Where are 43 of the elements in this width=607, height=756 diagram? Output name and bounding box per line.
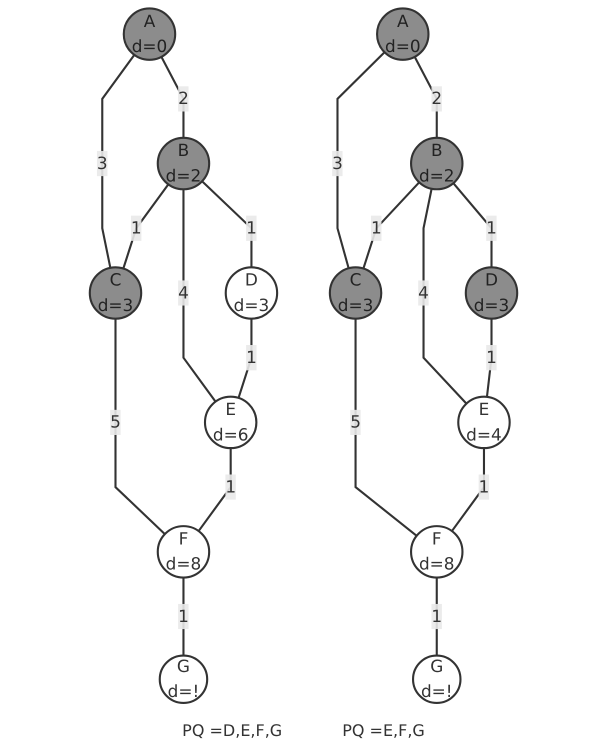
connector — [101, 54, 136, 268]
edge-label: 1 — [370, 218, 382, 238]
queue-note: PQ =E,F,G — [342, 721, 425, 740]
edge-label: 1 — [246, 347, 257, 368]
graph-drawing: 2 3 1 1 4 5 1 1 1 2 3 1 1 4 5 1 1 1 A d=0 B d=2 C d=3 D d=3 E d=6 F d=8 G d=! A d=0 B d=2 C d=3 D d=3 E d=4 F d=8 G d=! — [0, 0, 607, 713]
connector — [354, 318, 418, 537]
node-circle — [412, 654, 462, 704]
node-circle — [204, 396, 258, 450]
edge-label: 1 — [246, 218, 257, 238]
edge-label: 5 — [110, 412, 121, 432]
edge-label: 3 — [96, 153, 108, 174]
node-circle — [457, 396, 511, 450]
edge-label: 1 — [130, 218, 142, 238]
edge-label: 1 — [478, 476, 490, 497]
edge-label: 4 — [178, 282, 189, 302]
node-circle — [464, 266, 518, 320]
edge-label: 3 — [332, 153, 343, 174]
edge-label: 1 — [225, 476, 236, 497]
node-circle — [122, 7, 176, 61]
queue-note: PQ =D,E,F,G — [182, 721, 282, 740]
edge-label: 5 — [350, 412, 361, 432]
edge-label: 1 — [486, 347, 497, 368]
node-circle — [88, 266, 142, 320]
connector — [182, 189, 216, 402]
connector — [122, 184, 170, 269]
node-circle — [410, 136, 464, 190]
edge-label: 1 — [431, 606, 442, 626]
connector — [362, 182, 420, 269]
node-circle — [156, 136, 210, 190]
edge-label: 2 — [178, 88, 189, 108]
edge-label: 1 — [178, 606, 189, 626]
edge-label: 1 — [486, 218, 497, 238]
connector — [422, 188, 468, 404]
node-circle — [328, 266, 382, 320]
node-circle — [156, 525, 210, 579]
connector — [114, 318, 166, 535]
node-circle — [410, 525, 464, 579]
edge-label: 2 — [431, 88, 442, 108]
node-circle — [376, 7, 430, 61]
connector — [336, 51, 386, 268]
node-circle — [224, 266, 278, 320]
node-circle — [158, 654, 208, 704]
edge-label: 4 — [418, 282, 429, 302]
